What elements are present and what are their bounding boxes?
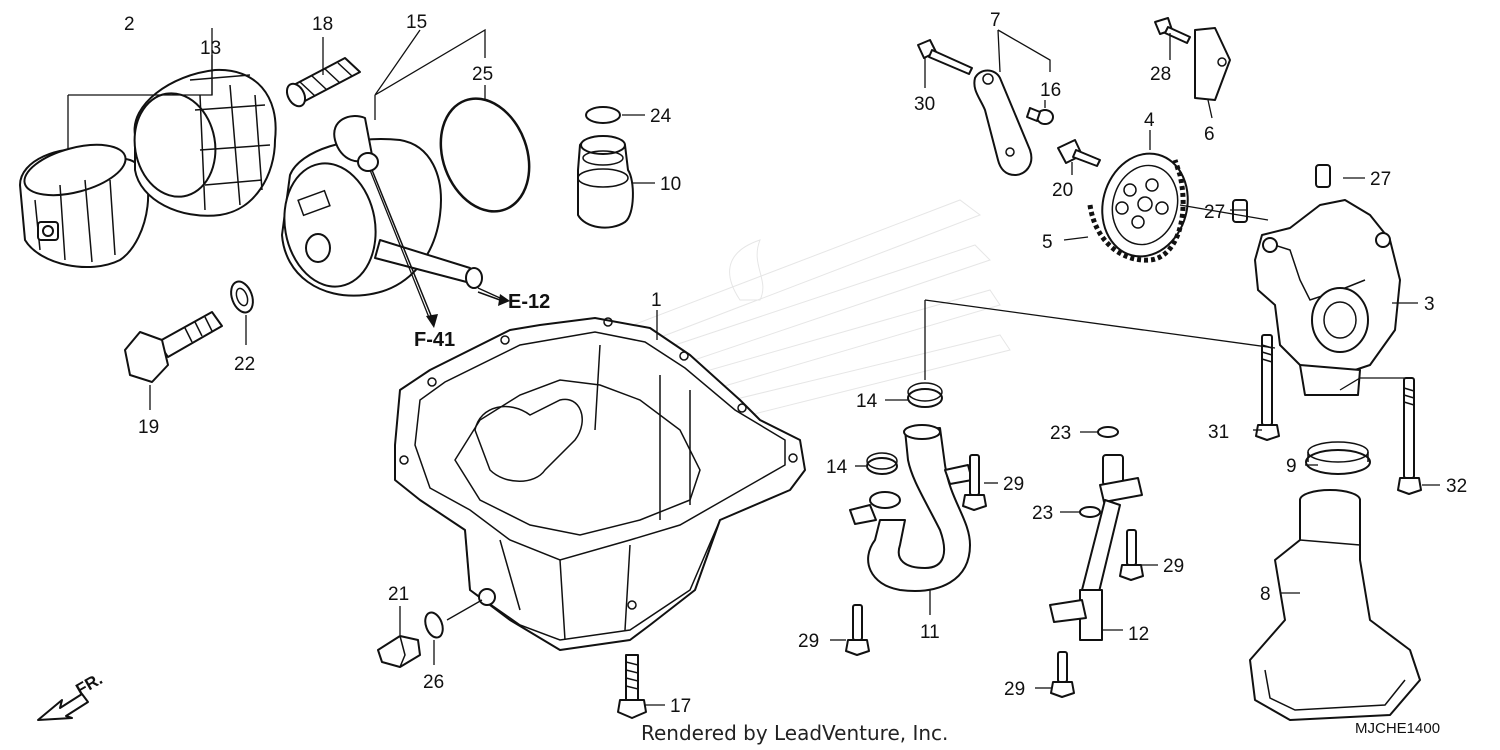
oil-strainer-part-8[interactable] [1249,489,1421,721]
callout-5: 5 [1042,232,1053,253]
callout-16: 16 [1040,80,1061,101]
callout-28: 28 [1150,64,1171,85]
callout-22: 22 [234,354,255,375]
front-direction-indicator: FR. [37,669,106,721]
callout-11: 11 [920,622,940,643]
callout-30: 30 [914,94,935,115]
oil-pipe-part-12[interactable] [1049,454,1143,641]
guide-plate-part-6[interactable] [1194,27,1231,101]
ref-arrow-f41 [371,169,438,328]
cam-chain-part-5[interactable] [1087,159,1186,263]
collar-part-16[interactable] [1026,107,1054,125]
callout-32: 32 [1446,476,1467,497]
nipple-fitting-part-18[interactable] [283,57,361,109]
bolt-part-29-d[interactable] [1050,651,1075,698]
o-ring-part-24[interactable] [585,106,621,124]
callout-15: 15 [406,12,427,33]
ref-arrow-e12 [477,291,510,306]
oil-pump-part-3[interactable] [1254,199,1401,396]
o-ring-part-14-lower[interactable] [866,452,898,475]
callout-17: 17 [670,696,691,717]
callout-9: 9 [1286,456,1297,477]
seal-part-9[interactable] [1305,441,1371,475]
callout-6: 6 [1204,124,1215,145]
callout-29-b: 29 [798,631,819,652]
callout-21: 21 [388,584,409,605]
callout-23-lower: 23 [1032,503,1053,524]
ref-label-e12[interactable]: E-12 [508,291,550,313]
callout-4: 4 [1144,110,1155,131]
callout-1: 1 [651,290,662,311]
leader-lines [67,28,1440,706]
callout-27-upper: 27 [1370,169,1391,190]
o-ring-part-14-upper[interactable] [907,382,943,408]
callout-7: 7 [990,10,1001,31]
callout-27-lower: 27 [1204,202,1225,223]
callout-labels: 2 13 18 15 25 24 10 22 19 1 21 26 17 7 1… [124,10,1467,717]
o-ring-part-25[interactable] [426,86,545,224]
dowel-pin-part-27-lower[interactable] [1232,199,1248,223]
callout-10: 10 [660,174,681,195]
oil-filter-part-13[interactable] [127,68,277,217]
drain-bolt-part-21[interactable] [377,635,421,668]
bolt-part-30[interactable] [917,39,973,75]
washer-part-22[interactable] [227,279,257,316]
bolt-part-29-a[interactable] [962,454,987,511]
bolt-part-28[interactable] [1154,17,1191,44]
oil-pan-part-1[interactable] [394,317,806,651]
o-ring-part-23-lower[interactable] [1079,506,1101,518]
callout-26: 26 [423,672,444,693]
callout-8: 8 [1260,584,1271,605]
bolt-part-29-b[interactable] [845,604,870,656]
washer-part-26[interactable] [422,610,446,640]
o-ring-part-23-upper[interactable] [1097,426,1119,438]
relief-valve-part-10[interactable] [577,135,634,229]
oil-pipe-part-11[interactable] [849,424,973,592]
ref-label-f41[interactable]: F-41 [414,329,455,351]
callout-14-upper: 14 [856,391,878,412]
callout-29-a: 29 [1003,474,1024,495]
callout-29-d: 29 [1004,679,1025,700]
front-arrow-icon [37,693,89,721]
callout-13: 13 [200,38,221,59]
callout-18: 18 [312,14,333,35]
callout-2: 2 [124,14,135,35]
callout-29-c: 29 [1163,556,1184,577]
callout-14-lower: 14 [826,457,848,478]
front-label: FR. [73,669,106,699]
callout-24: 24 [650,106,672,127]
callout-12: 12 [1128,624,1149,645]
bolt-part-17[interactable] [617,654,647,719]
callout-19: 19 [138,417,159,438]
bolt-part-32[interactable] [1397,377,1422,495]
callout-23-upper: 23 [1050,423,1071,444]
diagram-code: MJCHE1400 [1355,720,1440,737]
bolt-part-20[interactable] [1057,139,1101,167]
bolt-part-31[interactable] [1255,334,1280,441]
oil-filter-cap-part-2[interactable] [19,135,150,268]
bolt-part-29-c[interactable] [1119,529,1144,581]
callout-3: 3 [1424,294,1435,315]
dowel-pin-part-27-upper[interactable] [1315,164,1331,188]
chain-guide-part-7[interactable] [973,69,1033,176]
bolt-part-19[interactable] [124,311,223,383]
oil-cooler-part-15[interactable] [275,115,483,297]
callout-31: 31 [1208,422,1229,443]
render-credit: Rendered by LeadVenture, Inc. [641,721,948,745]
callout-20: 20 [1052,180,1073,201]
sprocket-part-4[interactable] [1091,144,1199,266]
callout-25: 25 [472,64,493,85]
